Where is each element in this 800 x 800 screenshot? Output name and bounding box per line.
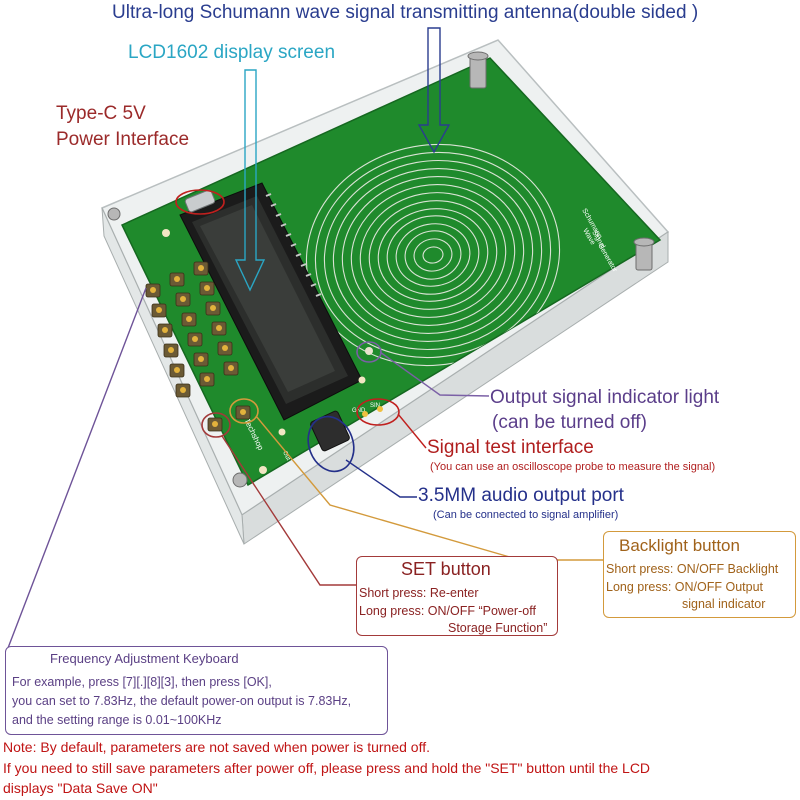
indicator-label-line2: (can be turned off) xyxy=(492,412,647,433)
silk-pin-sin: SIN xyxy=(370,403,380,409)
line-set xyxy=(221,435,356,586)
lcd-pin-header xyxy=(265,193,322,297)
spiral-antenna xyxy=(305,143,561,367)
signal-test-label: Signal test interface xyxy=(427,437,594,458)
indicator-led xyxy=(365,347,373,355)
indicator-label-line1: Output signal indicator light xyxy=(490,387,720,408)
lcd-label: LCD1602 display screen xyxy=(128,42,336,63)
circle-backlight xyxy=(229,398,259,424)
note-line-1: Note: By default, parameters are not sav… xyxy=(3,739,430,755)
silk-pin-gnd: GND xyxy=(352,408,366,414)
board-mount-holes xyxy=(162,229,366,474)
arrow-antenna xyxy=(417,27,451,154)
backlight-callout: Backlight button Short press: ON/OFF Bac… xyxy=(603,531,796,618)
lcd-module xyxy=(179,182,363,421)
set-line-2: Long press: ON/OFF “Power-off xyxy=(359,604,536,618)
line-indicator xyxy=(379,351,490,397)
line-audio xyxy=(345,459,417,498)
silk-pin-out: Out xyxy=(281,450,291,462)
keyboard-line-2: you can set to 7.83Hz, the default power… xyxy=(12,694,352,708)
line-signal-test xyxy=(397,413,427,449)
typec-label-line2: Power Interface xyxy=(56,129,190,150)
note-line-3: displays "Data Save ON" xyxy=(3,780,158,796)
set-line-1: Short press: Re-enter xyxy=(359,586,479,600)
line-backlight xyxy=(255,415,603,561)
circle-signal-test xyxy=(356,398,400,426)
line-keyboard xyxy=(7,287,147,649)
set-callout: SET button Short press: Re-enter Long pr… xyxy=(356,556,558,636)
antenna-label: Ultra-long Schumann wave signal transmit… xyxy=(112,2,699,23)
annotation-circles xyxy=(175,189,400,473)
circle-typec xyxy=(175,189,225,215)
signal-test-note: (You can use an oscilloscope probe to me… xyxy=(430,461,716,473)
circle-set xyxy=(201,412,231,438)
arrow-lcd xyxy=(234,69,266,292)
typec-label-line1: Type-C 5V xyxy=(56,103,146,124)
test-pins xyxy=(362,406,383,417)
typec-label: Type-C 5V Power Interface xyxy=(56,101,189,153)
indicator-label: Output signal indicator light (can be tu… xyxy=(490,385,719,435)
corner-standoffs xyxy=(107,51,655,488)
backlight-line-2: Long press: ON/OFF Output xyxy=(606,580,764,594)
backlight-line-3: signal indicator xyxy=(682,597,766,611)
typec-port xyxy=(184,189,216,213)
backlight-line-1: Short press: ON/OFF Backlight xyxy=(606,562,779,576)
keyboard-line-3: and the setting range is 0.01~100KHz xyxy=(12,713,222,727)
set-title: SET button xyxy=(401,559,491,579)
backlight-title: Backlight button xyxy=(619,536,740,555)
audio-note: (Can be connected to signal amplifier) xyxy=(433,509,619,521)
set-line-3: Storage Function” xyxy=(448,621,548,635)
keyboard-callout: Frequency Adjustment Keyboard For exampl… xyxy=(5,646,388,735)
leader-lines xyxy=(7,27,603,649)
keyboard-line-1: For example, press [7][.][8][3], then pr… xyxy=(12,675,272,689)
note-line-2: If you need to still save parameters aft… xyxy=(3,760,651,776)
circle-audio xyxy=(307,415,355,473)
audio-label: 3.5MM audio output port xyxy=(418,485,624,506)
keypad-buttons xyxy=(145,261,251,432)
keyboard-title: Frequency Adjustment Keyboard xyxy=(50,651,239,666)
